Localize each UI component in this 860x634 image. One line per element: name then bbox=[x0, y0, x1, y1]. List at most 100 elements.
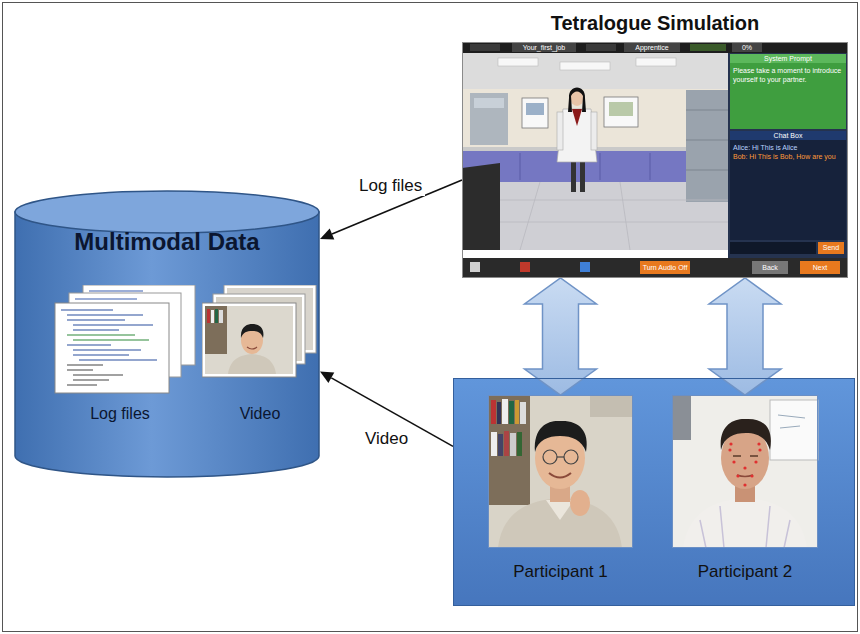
illustration-detail bbox=[488, 395, 530, 505]
illustration-detail bbox=[732, 43, 762, 52]
illustration-detail bbox=[247, 347, 257, 349]
illustration-detail bbox=[572, 109, 582, 126]
illustration-detail bbox=[570, 490, 590, 516]
illustration-detail bbox=[728, 53, 848, 258]
illustration-detail bbox=[462, 200, 728, 201]
illustration-detail bbox=[730, 131, 846, 140]
illustration-detail bbox=[462, 222, 728, 223]
chat-line: Alice: Hi This is Alice bbox=[733, 143, 843, 152]
screen-field: Apprentice bbox=[624, 43, 680, 52]
illustration-detail bbox=[557, 109, 597, 162]
illustration-detail bbox=[502, 399, 508, 424]
illustration-detail bbox=[526, 103, 544, 115]
illustration-detail bbox=[568, 88, 586, 113]
illustration-detail bbox=[733, 455, 758, 457]
illustration-detail bbox=[650, 153, 651, 180]
illustration-detail bbox=[462, 53, 728, 89]
illustration-detail bbox=[512, 43, 576, 52]
illustration-detail bbox=[673, 395, 691, 440]
illustration-detail bbox=[515, 400, 519, 424]
illustration-detail bbox=[205, 306, 227, 354]
log-files-icon: Log files bbox=[45, 285, 195, 425]
illustration-detail bbox=[818, 242, 844, 254]
illustration-detail bbox=[591, 112, 597, 150]
illustration-detail bbox=[586, 44, 616, 51]
illustration-detail bbox=[535, 421, 587, 452]
illustration-detail bbox=[778, 415, 805, 428]
illustration-detail bbox=[721, 419, 771, 450]
button-label: Send bbox=[818, 242, 844, 254]
illustration-detail bbox=[729, 442, 732, 445]
illustration-detail bbox=[462, 42, 848, 278]
illustration-detail bbox=[590, 395, 632, 417]
illustration-detail bbox=[557, 112, 563, 150]
illustration-detail bbox=[732, 460, 735, 463]
illustration-detail bbox=[520, 153, 521, 180]
illustration-detail bbox=[522, 98, 548, 128]
storage-cylinder: Multimodal Data Log files Video bbox=[14, 190, 320, 478]
illustration-detail bbox=[686, 90, 728, 202]
illustration-detail bbox=[604, 97, 638, 127]
illustration-detail bbox=[564, 450, 578, 464]
outer-frame bbox=[3, 3, 858, 632]
button-label: Turn Audio Off bbox=[640, 261, 690, 274]
illustration-detail bbox=[730, 54, 846, 63]
illustration-detail bbox=[752, 261, 788, 274]
illustration-detail bbox=[624, 43, 680, 52]
participant-photo: Participant 2 bbox=[672, 395, 818, 548]
illustration-detail bbox=[462, 258, 848, 278]
illustration-detail bbox=[55, 303, 169, 393]
illustration-detail bbox=[207, 309, 210, 323]
cylinder-top bbox=[15, 191, 319, 233]
illustration-detail bbox=[520, 402, 526, 424]
illustration-detail bbox=[470, 262, 480, 272]
illustration-detail bbox=[497, 402, 501, 424]
illustration-detail bbox=[757, 442, 760, 445]
illustration-detail bbox=[517, 432, 522, 456]
participant-label: Participant 2 bbox=[673, 562, 817, 582]
participant-label: Participant 1 bbox=[489, 562, 632, 582]
illustration-detail bbox=[215, 309, 218, 323]
illustration-detail bbox=[543, 450, 557, 464]
arrowhead bbox=[320, 371, 334, 383]
participant-photo: Participant 1 bbox=[488, 395, 633, 548]
participant-1-photo-art bbox=[488, 395, 632, 548]
illustration-detail bbox=[510, 433, 516, 456]
panel-fill bbox=[453, 378, 855, 606]
illustration-detail bbox=[754, 460, 757, 463]
illustration-detail bbox=[600, 153, 601, 180]
illustration-detail bbox=[67, 345, 157, 360]
illustration-detail bbox=[758, 448, 761, 451]
illustration-detail bbox=[686, 170, 728, 171]
illustration-detail bbox=[61, 310, 153, 330]
illustration-detail bbox=[67, 365, 123, 385]
illustration-detail bbox=[800, 261, 840, 274]
participant-2-photo-art bbox=[673, 395, 818, 548]
illustration-detail bbox=[728, 448, 731, 451]
log-files-art bbox=[53, 285, 203, 397]
illustration-detail bbox=[205, 306, 293, 374]
video-art bbox=[202, 285, 318, 397]
illustration-detail bbox=[730, 242, 816, 254]
illustration-detail bbox=[462, 250, 728, 258]
illustration-detail bbox=[462, 163, 500, 250]
illustration-detail bbox=[700, 506, 790, 548]
illustration-detail bbox=[504, 431, 509, 456]
illustration-detail bbox=[743, 466, 746, 469]
edge-label: Log files bbox=[356, 176, 425, 196]
participants-panel: Participant 1 Participant 2 bbox=[453, 378, 855, 606]
illustration-detail bbox=[609, 102, 633, 116]
illustration-detail bbox=[498, 498, 622, 548]
edge-label: Video bbox=[362, 429, 411, 449]
illustration-detail bbox=[557, 456, 564, 457]
cylinder-title: Multimodal Data bbox=[14, 190, 320, 256]
video-icon: Video bbox=[202, 285, 318, 425]
simulation-screenshot-art bbox=[462, 42, 848, 278]
illustration-detail bbox=[743, 483, 746, 486]
illustration-detail bbox=[491, 400, 496, 424]
illustration-detail bbox=[686, 110, 728, 111]
illustration-detail bbox=[491, 432, 497, 456]
illustration-detail bbox=[211, 310, 214, 323]
illustration-detail bbox=[488, 395, 632, 548]
